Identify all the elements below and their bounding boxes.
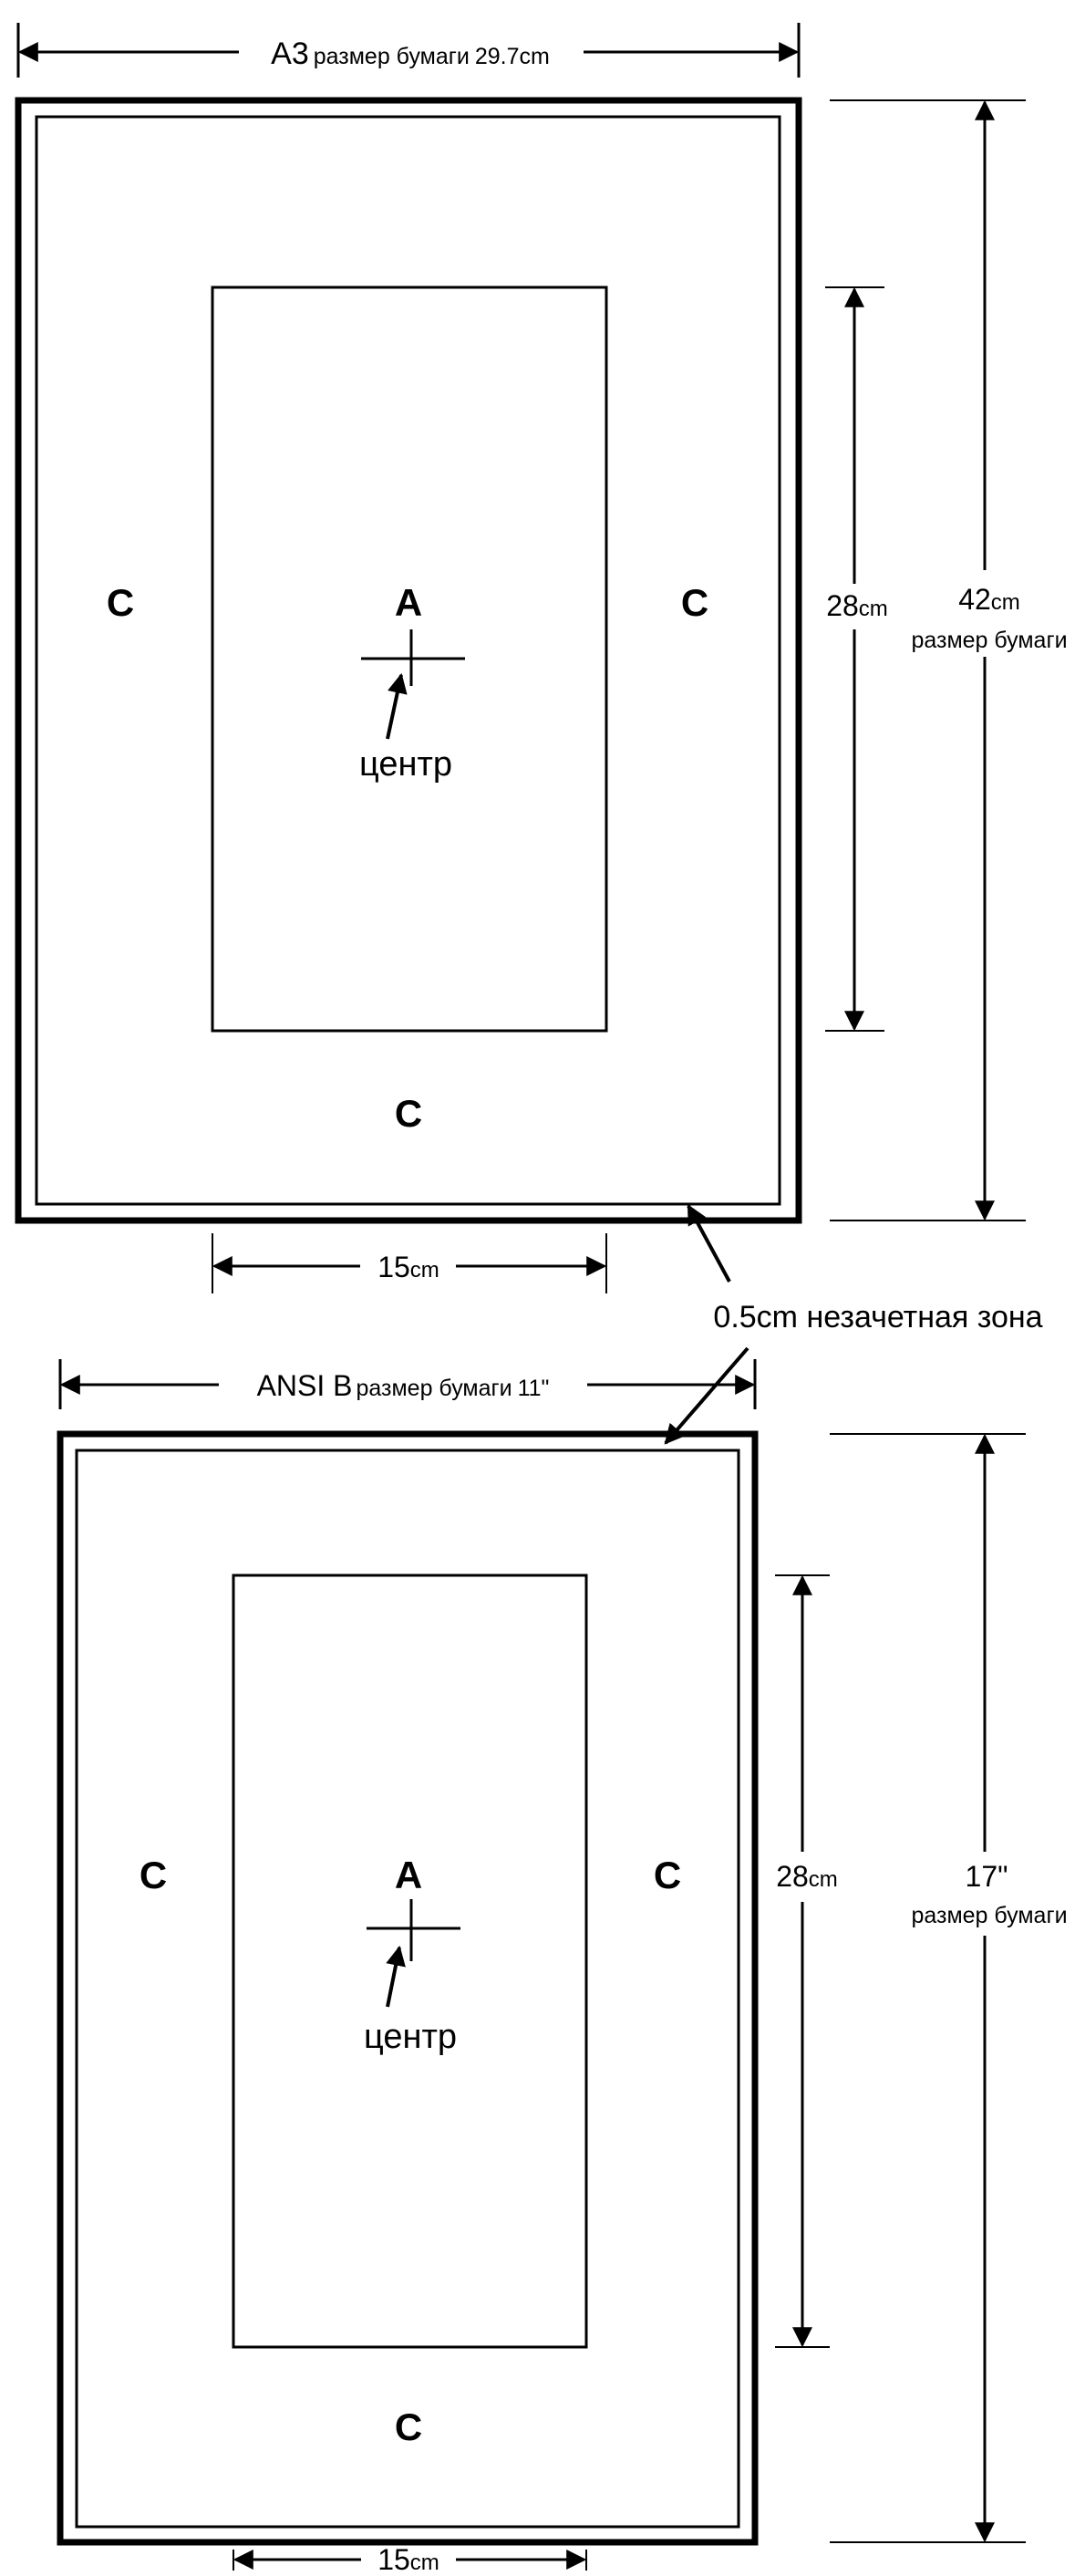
a3-zone-c-left: C [107,581,134,624]
a3-center-pointer-arrow [386,672,408,740]
dead-zone-arrow-to-ansi [664,1346,749,1445]
a3-height-caption: размер бумаги [911,628,1067,653]
ansi-area-width-value: 15 [377,2543,410,2576]
ansi-area-width-label: 15cm [377,2543,439,2576]
a3-area-width-value: 15 [377,1251,410,1283]
a3-zone-c-bottom: C [395,1092,422,1135]
a3-width-name: A3 [271,36,309,71]
ansi-width-suffix: размер бумаги [357,1376,512,1401]
a3-area-height-label: 28cm [826,589,888,622]
dead-zone-callout: 0.5cm незачетная зона [664,1204,1043,1445]
ansi-zone-c-left: C [140,1854,167,1896]
a3-height-unit: cm [991,590,1020,615]
ansi-area-height-label: 28cm [776,1860,838,1893]
ansi-width-value: 11" [518,1376,550,1401]
a3-width-value: 29.7 [475,44,520,69]
dead-zone-label: 0.5cm незачетная зона [713,1300,1042,1335]
a3-height-label: 42cm [958,583,1020,616]
dead-zone-arrow-to-a3 [687,1204,731,1283]
a3-height-value: 42 [958,583,991,616]
ansi-center-pointer-arrow [386,1945,406,2008]
ansi-height-caption: размер бумаги [911,1903,1067,1928]
ansi-area-height-value: 28 [776,1860,809,1893]
ansi-inner-frame [75,1449,740,2529]
a3-area-width-unit: cm [410,1258,439,1283]
ansi-zone-c-bottom: C [395,2405,422,2448]
a3-print-area [211,286,608,1033]
a3-area-width-label: 15cm [377,1251,439,1283]
a3-outer-frame [15,97,802,1224]
ansi-area-width-unit: cm [410,2550,439,2575]
ansi-center-label: центр [364,2018,457,2056]
a3-width-suffix: размер бумаги [314,44,470,69]
ansi-outer-frame [57,1430,759,2546]
a3-width-unit: cm [520,44,550,69]
ansi-width-name: ANSI B [257,1369,353,1402]
a3-zone-c-right: C [681,581,708,624]
ansi-zone-a: A [395,1854,422,1896]
ansi-print-area [232,1574,588,2349]
a3-area-height-unit: cm [859,597,888,621]
ansi-height-value: 17" [966,1860,1008,1893]
ansi-zone-c-right: C [654,1854,681,1896]
ansi-area-height-unit: cm [809,1867,838,1892]
a3-center-label: центр [359,745,452,784]
a3-zone-a: A [395,581,422,624]
a3-area-height-value: 28 [826,589,859,622]
a3-inner-frame [35,115,781,1206]
